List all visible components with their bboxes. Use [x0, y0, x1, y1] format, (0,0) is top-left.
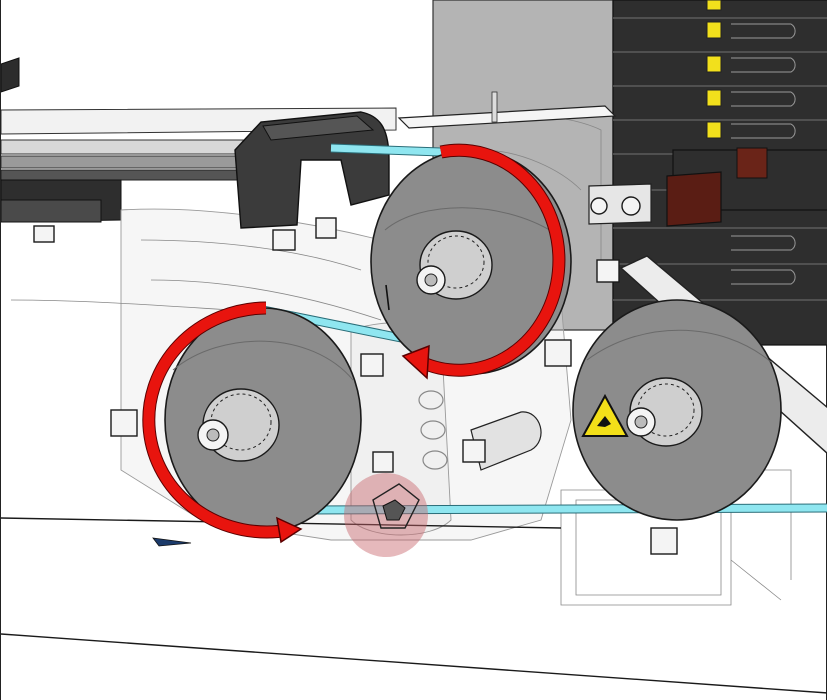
rotation-arrow-upper: [401, 143, 566, 380]
rotation-arrow-lower-left: [142, 301, 303, 544]
center-hardware: [110, 339, 678, 555]
highlight-marker: [344, 473, 428, 557]
upper-pulley: [370, 149, 572, 375]
pinch-point-warning-icon: [581, 393, 629, 437]
cable-bracket: [234, 111, 390, 229]
top-plate: [397, 105, 617, 129]
side-bracket: [588, 183, 652, 283]
handle-grip: [666, 147, 827, 227]
bracket-bolts: [33, 217, 337, 251]
lower-right-pulley: [572, 299, 782, 521]
lower-left-pulley: [164, 307, 362, 533]
